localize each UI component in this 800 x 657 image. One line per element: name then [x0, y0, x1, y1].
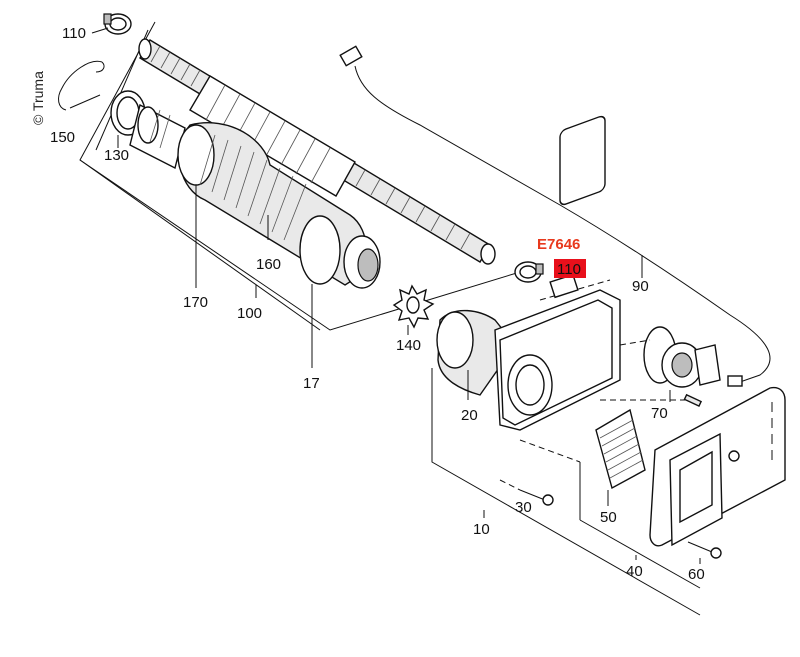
exhaust-pipe	[138, 38, 496, 265]
part-label-160: 160	[256, 256, 281, 273]
part-label-90: 90	[632, 278, 649, 295]
part-label-140: 140	[396, 337, 421, 354]
part-label-20: 20	[461, 407, 478, 424]
part-label-110-highlighted: 110	[557, 261, 581, 278]
main-housing	[436, 115, 621, 431]
screw-30	[499, 479, 554, 506]
cable-harness	[339, 45, 771, 387]
part-label-17: 17	[303, 375, 320, 392]
copyright-text: © Truma	[30, 71, 46, 125]
hose-clamp-highlighted	[514, 261, 544, 283]
part-label-170: 170	[183, 294, 208, 311]
part-label-70: 70	[651, 405, 668, 422]
part-label-10: 10	[473, 521, 490, 538]
star-seal	[392, 284, 435, 329]
leader-lines	[69, 27, 701, 564]
fan-blower	[600, 326, 721, 408]
grille-cover	[595, 408, 646, 490]
control-panel	[649, 386, 786, 547]
highlight-box	[554, 259, 586, 278]
screw-60	[687, 541, 722, 559]
part-label-50: 50	[600, 509, 617, 526]
part-label-100: 100	[237, 305, 262, 322]
hose-clamp-top	[103, 13, 132, 35]
part-label-30: 30	[515, 499, 532, 516]
part-label-40: 40	[626, 563, 643, 580]
wire-clip	[58, 60, 105, 111]
part-label-110-top: 110	[62, 25, 86, 42]
part-label-150: 150	[50, 129, 75, 146]
assembly-lines-lower	[431, 368, 701, 616]
part-label-60: 60	[688, 566, 705, 583]
highlight-code-e7646: E7646	[537, 236, 580, 253]
part-label-130: 130	[104, 147, 129, 164]
assembly-frame-lines	[79, 21, 521, 331]
flexible-hose	[129, 103, 381, 289]
